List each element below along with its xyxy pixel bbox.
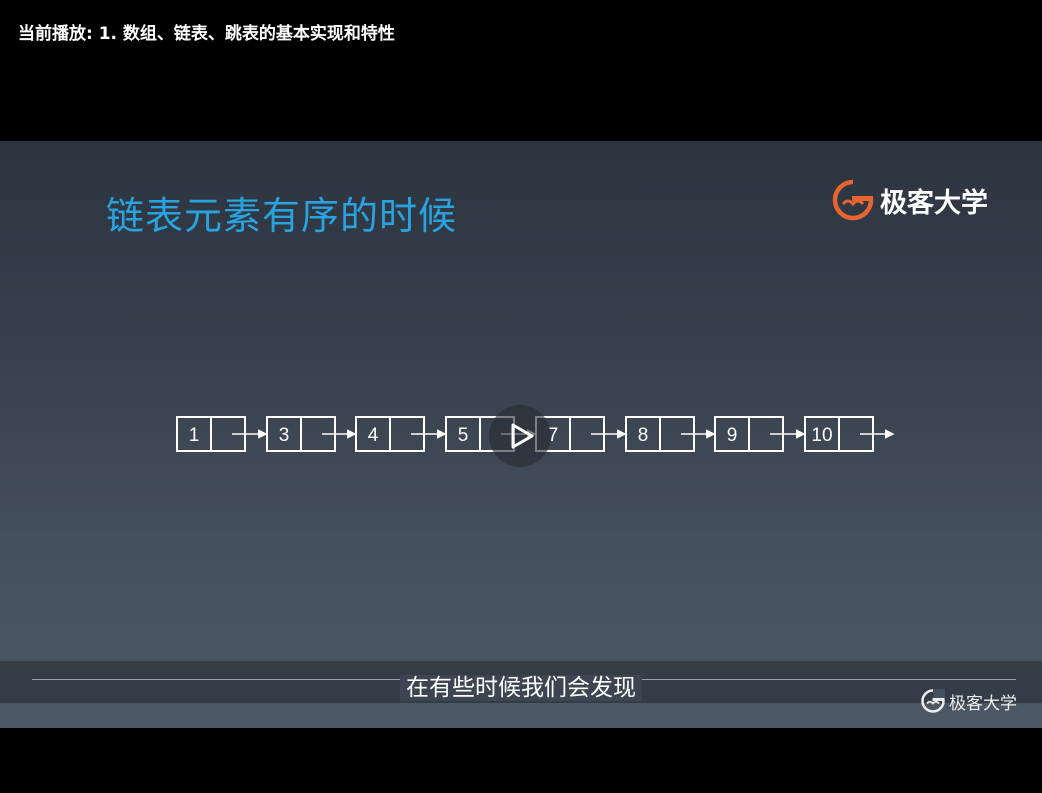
list-node: 10 [804,416,895,452]
subtitle-text: 在有些时候我们会发现 [400,675,642,701]
list-node: 1 [176,416,268,452]
watermark-text: 极客大学 [949,693,1017,714]
watermark: 极客大学 [920,688,1017,714]
play-button[interactable] [489,405,551,467]
node-value: 10 [811,425,832,446]
brand-logo: 极客大学 [832,179,988,221]
slide-title: 链表元素有序的时候 [106,194,458,238]
linked-list-diagram: 1 3 4 5 7 8 9 10 [176,416,895,452]
now-playing-title: 当前播放: 1. 数组、链表、跳表的基本实现和特性 [18,24,395,44]
list-node: 9 [714,416,806,452]
node-value: 9 [727,425,738,446]
watermark-logo-icon [921,689,945,713]
geek-logo-icon [832,179,874,221]
node-value: 8 [638,425,649,446]
list-node: 4 [355,416,447,452]
video-player[interactable]: 链表元素有序的时候 极客大学 1 3 4 5 7 8 9 10 在有些时候我们会发现 极客大学 [0,141,1042,728]
node-value: 4 [368,425,379,446]
node-value: 1 [189,425,200,446]
now-playing-bar: 当前播放: 1. 数组、链表、跳表的基本实现和特性 [0,0,1042,141]
play-icon [511,423,534,449]
node-value: 3 [279,425,290,446]
node-value: 5 [458,425,469,446]
list-node: 8 [625,416,716,452]
subtitle: 在有些时候我们会发现 [0,668,1042,702]
node-value: 7 [548,425,559,446]
list-node: 3 [266,416,357,452]
brand-name: 极客大学 [880,187,988,219]
bottom-bar [0,728,1042,793]
